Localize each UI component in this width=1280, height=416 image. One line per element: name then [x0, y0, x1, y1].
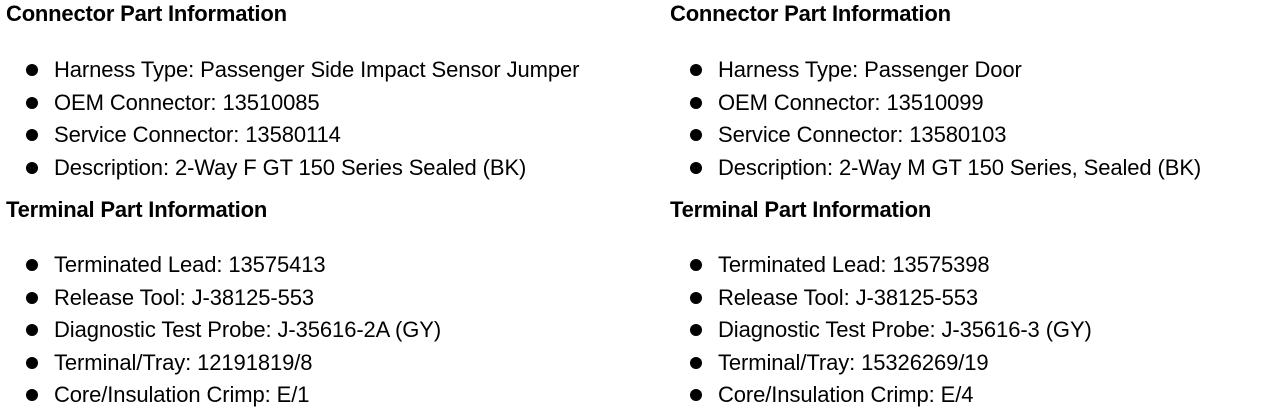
list-item-text: Description: 2-Way F GT 150 Series Seale…	[54, 154, 527, 180]
list-item: Terminal/Tray: 12191819/8	[6, 347, 666, 380]
list-item: Service Connector: 13580103	[670, 119, 1280, 152]
bullet-icon	[690, 389, 702, 401]
list-item: Terminated Lead: 13575413	[6, 249, 666, 282]
right-terminal-list: Terminated Lead: 13575398 Release Tool: …	[670, 249, 1280, 412]
list-item-text: Description: 2-Way M GT 150 Series, Seal…	[718, 154, 1202, 180]
list-item-text: Diagnostic Test Probe: J-35616-3 (GY)	[718, 317, 1092, 342]
list-item-text: Diagnostic Test Probe: J-35616-2A (GY)	[54, 317, 442, 342]
bullet-icon	[26, 291, 38, 304]
list-item-text: Terminated Lead: 13575398	[718, 252, 990, 277]
list-item-text: Service Connector: 13580103	[718, 122, 1007, 147]
right-connector-heading: Connector Part Information	[670, 1, 951, 26]
list-item: Diagnostic Test Probe: J-35616-2A (GY)	[6, 314, 666, 347]
bullet-icon	[26, 389, 38, 401]
left-terminal-section: Terminal Part Information Terminated Lea…	[6, 196, 666, 407]
left-connector-section: Connector Part Information Harness Type:…	[6, 0, 666, 180]
bullet-icon	[26, 324, 38, 336]
list-item: Release Tool: J-38125-553	[670, 282, 1280, 315]
list-item: Service Connector: 13580114	[6, 119, 666, 152]
bullet-icon	[690, 64, 702, 76]
list-item: Diagnostic Test Probe: J-35616-3 (GY)	[670, 314, 1280, 347]
right-connector-section: Connector Part Information Harness Type:…	[670, 0, 1280, 180]
list-item-text: Terminated Lead: 13575413	[54, 252, 326, 277]
list-item: OEM Connector: 13510085	[6, 87, 666, 120]
list-item: OEM Connector: 13510099	[670, 87, 1280, 120]
left-connector-list: Harness Type: Passenger Side Impact Sens…	[6, 54, 666, 184]
bullet-icon	[690, 96, 702, 109]
right-terminal-section: Terminal Part Information Terminated Lea…	[670, 196, 1280, 407]
left-terminal-list: Terminated Lead: 13575413 Release Tool: …	[6, 249, 666, 412]
list-item: Release Tool: J-38125-553	[6, 282, 666, 315]
list-item-text: Core/Insulation Crimp: E/1	[54, 382, 310, 407]
bullet-icon	[690, 291, 702, 304]
bullet-icon	[26, 259, 38, 271]
right-terminal-heading: Terminal Part Information	[670, 197, 932, 222]
list-item-text: Release Tool: J-38125-553	[718, 284, 979, 310]
bullet-icon	[690, 324, 702, 336]
list-item: Core/Insulation Crimp: E/4	[670, 379, 1280, 412]
left-connector-heading: Connector Part Information	[6, 1, 287, 26]
list-item: Description: 2-Way M GT 150 Series, Seal…	[670, 152, 1280, 185]
list-item-text: OEM Connector: 13510099	[718, 89, 984, 115]
list-item: Terminal/Tray: 15326269/19	[670, 347, 1280, 380]
list-item-text: Service Connector: 13580114	[54, 122, 341, 147]
list-item-text: Core/Insulation Crimp: E/4	[718, 382, 974, 407]
list-item: Harness Type: Passenger Door	[670, 54, 1280, 87]
bullet-icon	[690, 259, 702, 271]
bullet-icon	[26, 161, 38, 174]
list-item: Core/Insulation Crimp: E/1	[6, 379, 666, 412]
bullet-icon	[690, 356, 702, 369]
list-item: Harness Type: Passenger Side Impact Sens…	[6, 54, 666, 87]
list-item-text: Harness Type: Passenger Side Impact Sens…	[54, 57, 580, 82]
bullet-icon	[26, 129, 38, 141]
bullet-icon	[690, 129, 702, 141]
bullet-icon	[26, 356, 38, 369]
list-item-text: Harness Type: Passenger Door	[718, 57, 1022, 82]
left-terminal-heading: Terminal Part Information	[6, 197, 268, 222]
list-item-text: OEM Connector: 13510085	[54, 89, 320, 115]
list-item-text: Terminal/Tray: 12191819/8	[54, 349, 313, 375]
bullet-icon	[26, 64, 38, 76]
list-item: Description: 2-Way F GT 150 Series Seale…	[6, 152, 666, 185]
list-item-text: Release Tool: J-38125-553	[54, 284, 315, 310]
list-item: Terminated Lead: 13575398	[670, 249, 1280, 282]
bullet-icon	[690, 161, 702, 174]
list-item-text: Terminal/Tray: 15326269/19	[718, 349, 989, 375]
bullet-icon	[26, 96, 38, 109]
right-connector-list: Harness Type: Passenger Door OEM Connect…	[670, 54, 1280, 184]
